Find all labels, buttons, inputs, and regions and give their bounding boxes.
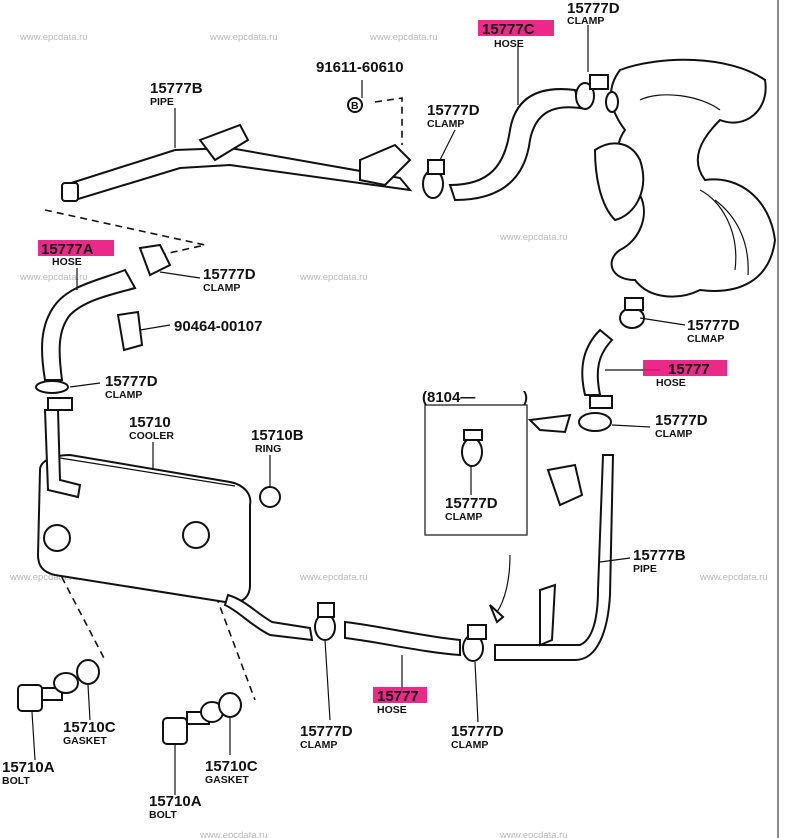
label-num-ring: 15710B	[251, 427, 304, 444]
label-num-clamp-left-lower: 15777D	[105, 373, 158, 390]
label-desc-clamp-top-right: CLAMP	[567, 15, 604, 27]
label-desc-clamp-bottom-mid: CLAMP	[300, 739, 337, 751]
watermark: www.epcdata.ru	[299, 572, 368, 583]
watermark: www.epcdata.ru	[19, 272, 88, 283]
highlights	[38, 20, 727, 703]
label-desc-bolt-mid: BOLT	[149, 809, 177, 821]
label-num-pipe-b-right: 15777B	[633, 547, 686, 564]
watermark: www.epcdata.ru	[499, 232, 568, 243]
leader-lines	[31, 25, 686, 795]
clamps-top: B	[347, 74, 619, 199]
label-num-cooler: 15710	[129, 414, 171, 431]
engine-outline	[593, 58, 777, 298]
label-num-clamp-right-upper: 15777D	[687, 317, 740, 334]
inset-code: (8104—	[422, 389, 475, 406]
label-desc-pipe-b-right: PIPE	[633, 563, 657, 575]
watermarks: www.epcdata.ru www.epcdata.ru www.epcdat…	[9, 32, 768, 838]
label-num-gasket-mid: 15710C	[205, 758, 258, 775]
fasteners	[17, 659, 242, 745]
callouts: 15777C HOSE 15777D CLAMP 91611-60610 157…	[2, 0, 740, 821]
label-desc-hose-c: HOSE	[494, 38, 524, 50]
label-desc-clamp-inset: CLAMP	[445, 511, 482, 523]
hose-15777-right	[578, 297, 645, 432]
label-num-bolt-mid: 15710A	[149, 793, 202, 810]
inset-box: (8104— )	[422, 389, 572, 624]
watermark: www.epcdata.ru	[199, 830, 268, 838]
label-num-clamp-bottom-mid: 15777D	[300, 723, 353, 740]
label-desc-ring: RING	[255, 443, 281, 455]
cooler-15710	[36, 409, 281, 604]
label-num-hose-c: 15777C	[482, 21, 535, 38]
label-desc-clamp-right-mid: CLAMP	[655, 428, 692, 440]
label-desc-hose-bottom: HOSE	[377, 704, 407, 716]
label-desc-gasket-left: GASKET	[63, 735, 107, 747]
hose-15777a	[35, 243, 172, 411]
label-num-bracket-clip: 90464-00107	[174, 318, 262, 335]
highlight-15777-bottom	[373, 687, 427, 703]
inset-close: )	[523, 389, 528, 406]
label-num-bolt-small: 91611-60610	[316, 59, 404, 76]
label-num-clamp-top-mid: 15777D	[427, 102, 480, 119]
label-desc-clamp-right-upper: CLMAP	[687, 333, 724, 345]
label-desc-clamp-bottom-right: CLAMP	[451, 739, 488, 751]
label-desc-pipe-b-top: PIPE	[150, 96, 174, 108]
label-num-clamp-right-mid: 15777D	[655, 412, 708, 429]
label-num-hose-a: 15777A	[41, 241, 94, 258]
highlight-15777c	[478, 20, 554, 36]
label-num-clamp-left-upper: 15777D	[203, 266, 256, 283]
watermark: www.epcdata.ru	[499, 830, 568, 838]
label-num-clamp-inset: 15777D	[445, 495, 498, 512]
label-num-clamp-bottom-right: 15777D	[451, 723, 504, 740]
watermark: www.epcdata.ru	[209, 32, 278, 43]
watermark: www.epcdata.ru	[699, 572, 768, 583]
label-desc-gasket-mid: GASKET	[205, 774, 249, 786]
label-num-pipe-b-top: 15777B	[150, 80, 203, 97]
watermark: www.epcdata.ru	[19, 32, 88, 43]
label-desc-hose-right: HOSE	[656, 377, 686, 389]
bolt-marker: B	[351, 100, 359, 112]
watermark: www.epcdata.ru	[299, 272, 368, 283]
label-num-hose-bottom: 15777	[377, 688, 419, 705]
highlight-15777a	[38, 240, 114, 256]
label-num-hose-right: 15777	[668, 361, 710, 378]
label-num-gasket-left: 15710C	[63, 719, 116, 736]
label-desc-cooler: COOLER	[129, 430, 174, 442]
lower-piping	[223, 454, 615, 662]
highlight-15777-right	[643, 360, 727, 376]
watermark: www.epcdata.ru	[9, 572, 78, 583]
watermark: www.epcdata.ru	[369, 32, 438, 43]
pipe-15777b-top	[61, 123, 413, 202]
label-desc-clamp-left-upper: CLAMP	[203, 282, 240, 294]
label-num-clamp-top-right: 15777D	[567, 0, 620, 17]
label-desc-clamp-top-mid: CLAMP	[427, 118, 464, 130]
label-num-bolt-left: 15710A	[2, 759, 55, 776]
label-desc-hose-a: HOSE	[52, 256, 82, 268]
label-desc-bolt-left: BOLT	[2, 775, 30, 787]
label-desc-clamp-left-lower: CLAMP	[105, 389, 142, 401]
